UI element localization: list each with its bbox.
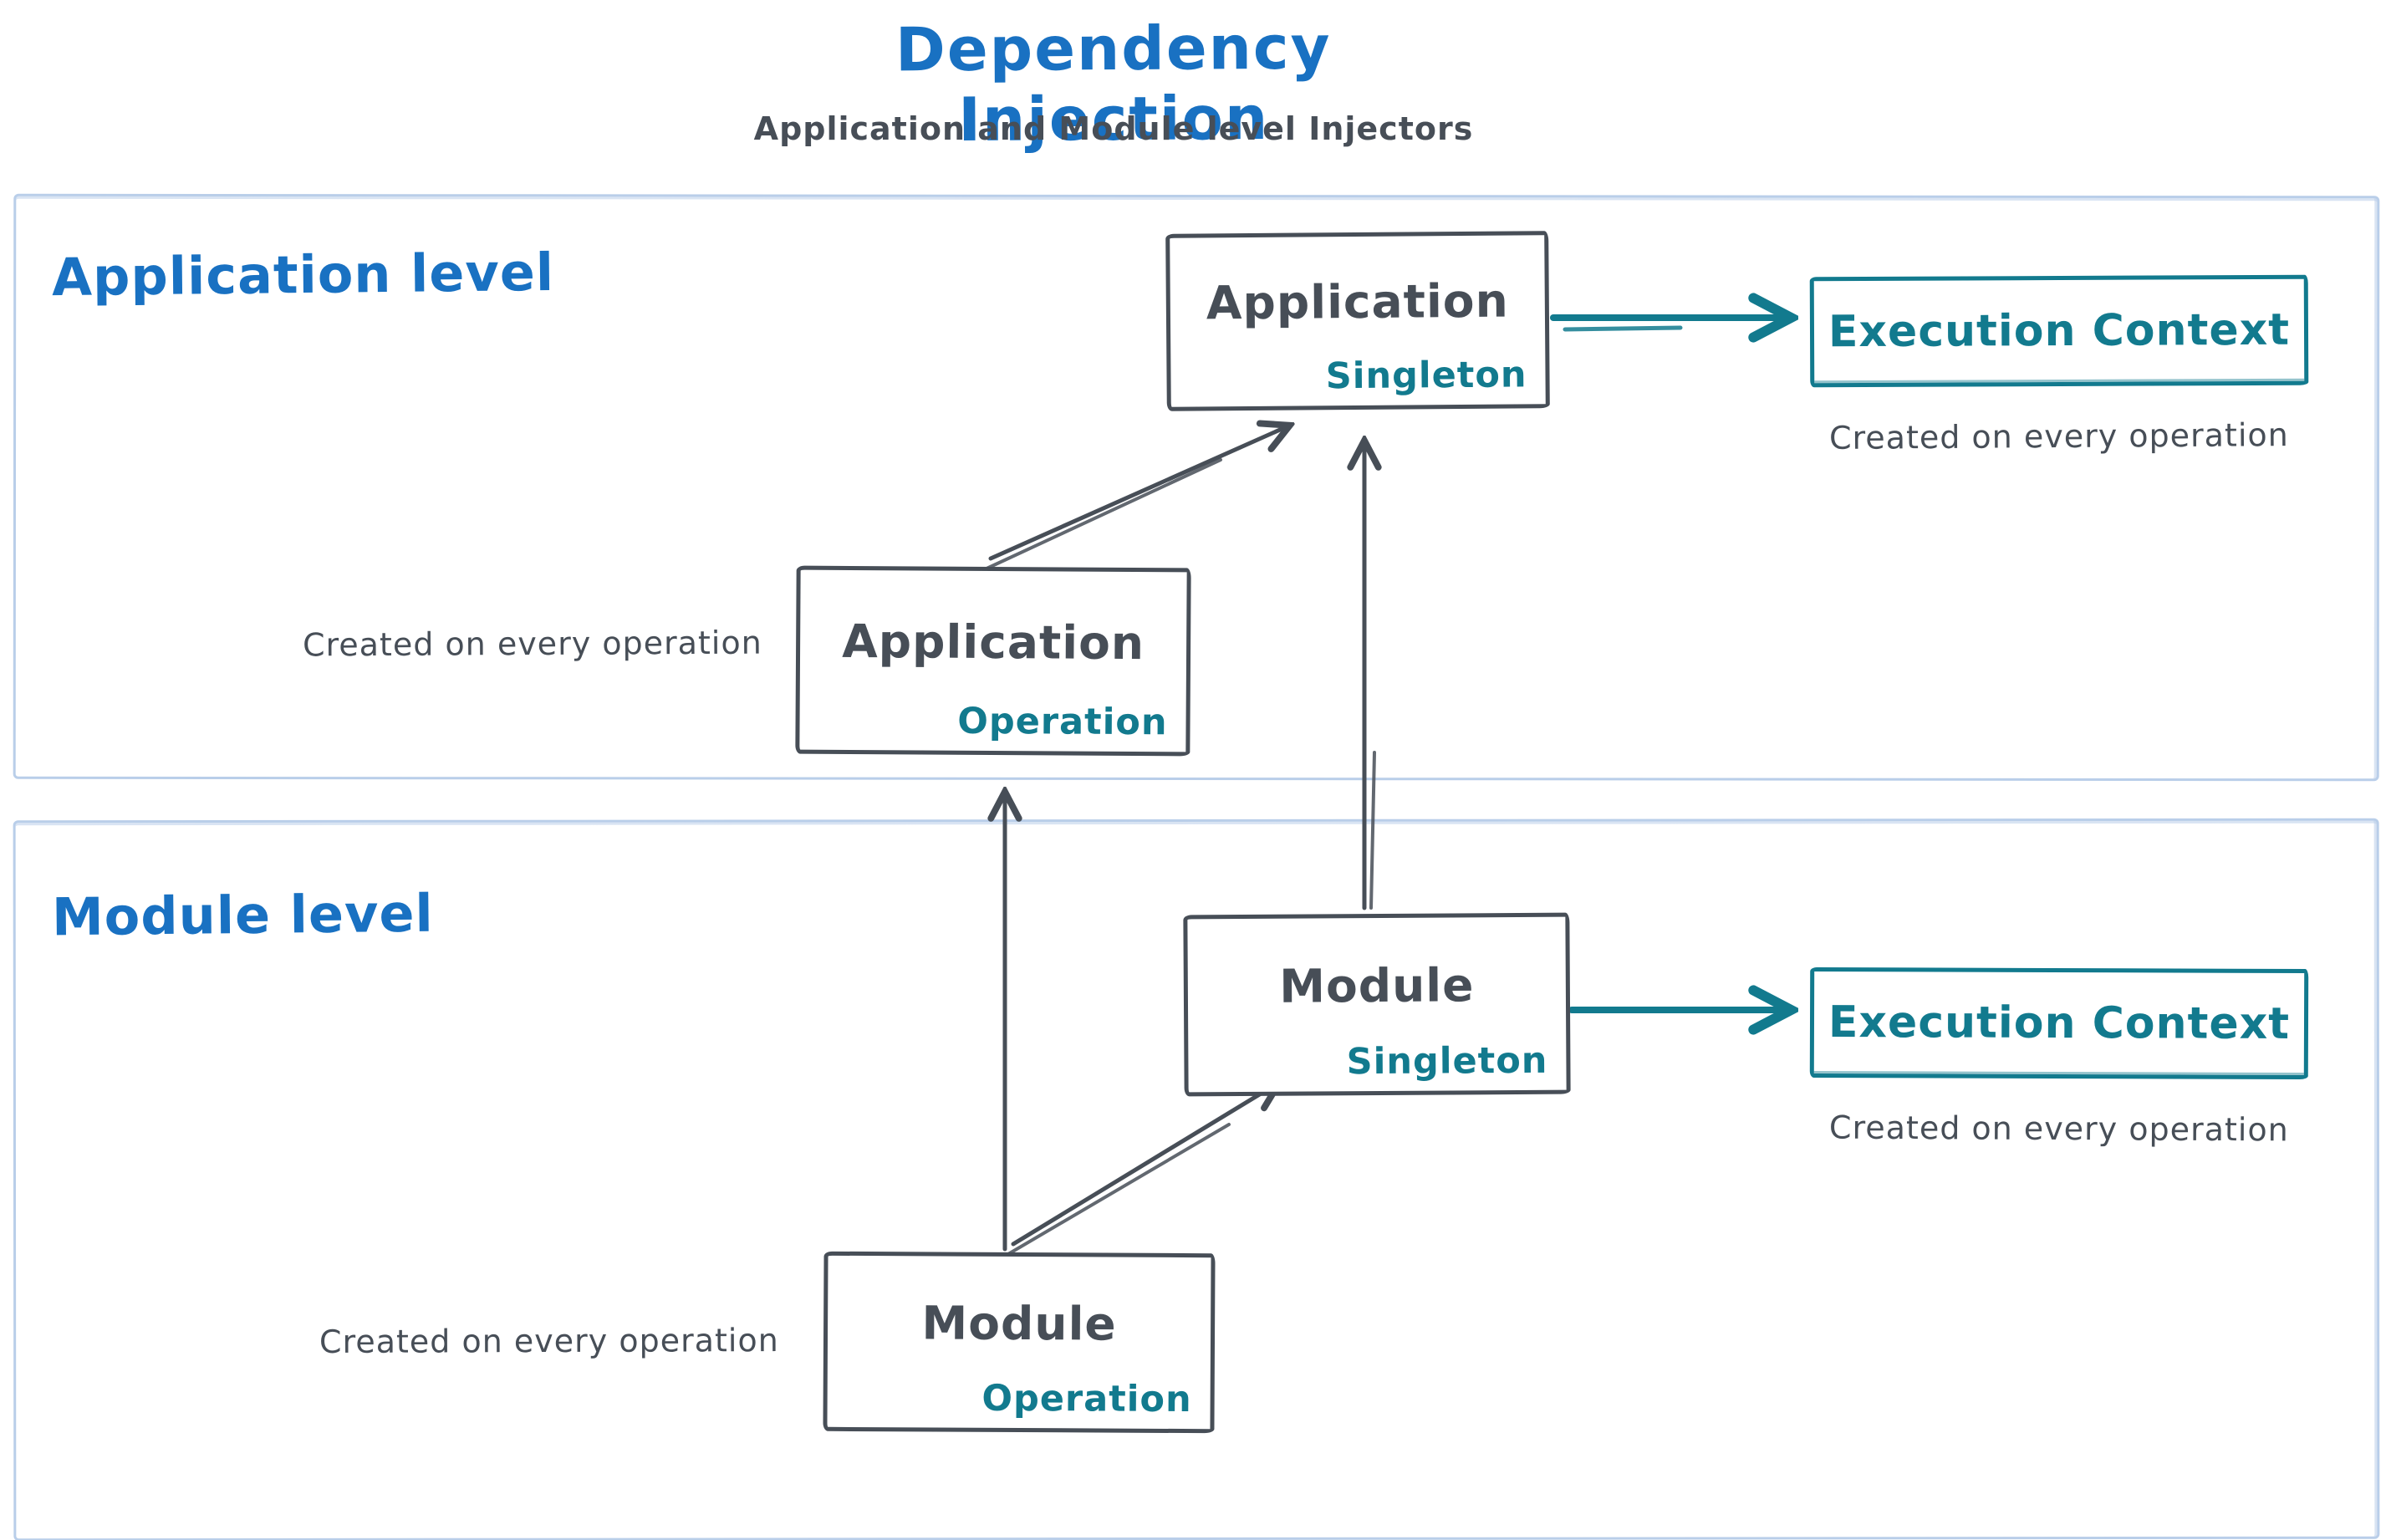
node-application-singleton-label: Application	[1206, 273, 1509, 330]
node-application-operation-label: Application	[842, 614, 1145, 670]
node-module-operation-label: Module	[921, 1295, 1117, 1351]
execution-context-module-label: Execution Context	[1828, 997, 2291, 1049]
diagram-subtitle: Application and Module level Injectors	[753, 110, 1474, 147]
node-module-operation: Module Operation	[823, 1251, 1216, 1434]
node-module-operation-scope: Operation	[981, 1377, 1192, 1421]
execution-context-module: Execution Context	[1809, 966, 2309, 1080]
caption-app-operation: Created on every operation	[302, 624, 762, 664]
node-module-singleton: Module Singleton	[1183, 912, 1571, 1097]
module-level-label: Module level	[51, 882, 435, 948]
node-application-operation-scope: Operation	[957, 700, 1168, 744]
application-level-label: Application level	[51, 241, 555, 309]
node-module-singleton-label: Module	[1279, 957, 1475, 1013]
caption-app-execution-context: Created on every operation	[1828, 416, 2289, 456]
node-module-singleton-scope: Singleton	[1346, 1039, 1548, 1084]
caption-module-execution-context: Created on every operation	[1828, 1109, 2289, 1149]
node-application-operation: Application Operation	[795, 565, 1191, 757]
caption-module-operation: Created on every operation	[319, 1322, 779, 1360]
execution-context-application: Execution Context	[1809, 274, 2309, 388]
node-application-singleton: Application Singleton	[1165, 231, 1550, 411]
execution-context-application-label: Execution Context	[1828, 304, 2291, 358]
node-application-singleton-scope: Singleton	[1325, 354, 1527, 398]
